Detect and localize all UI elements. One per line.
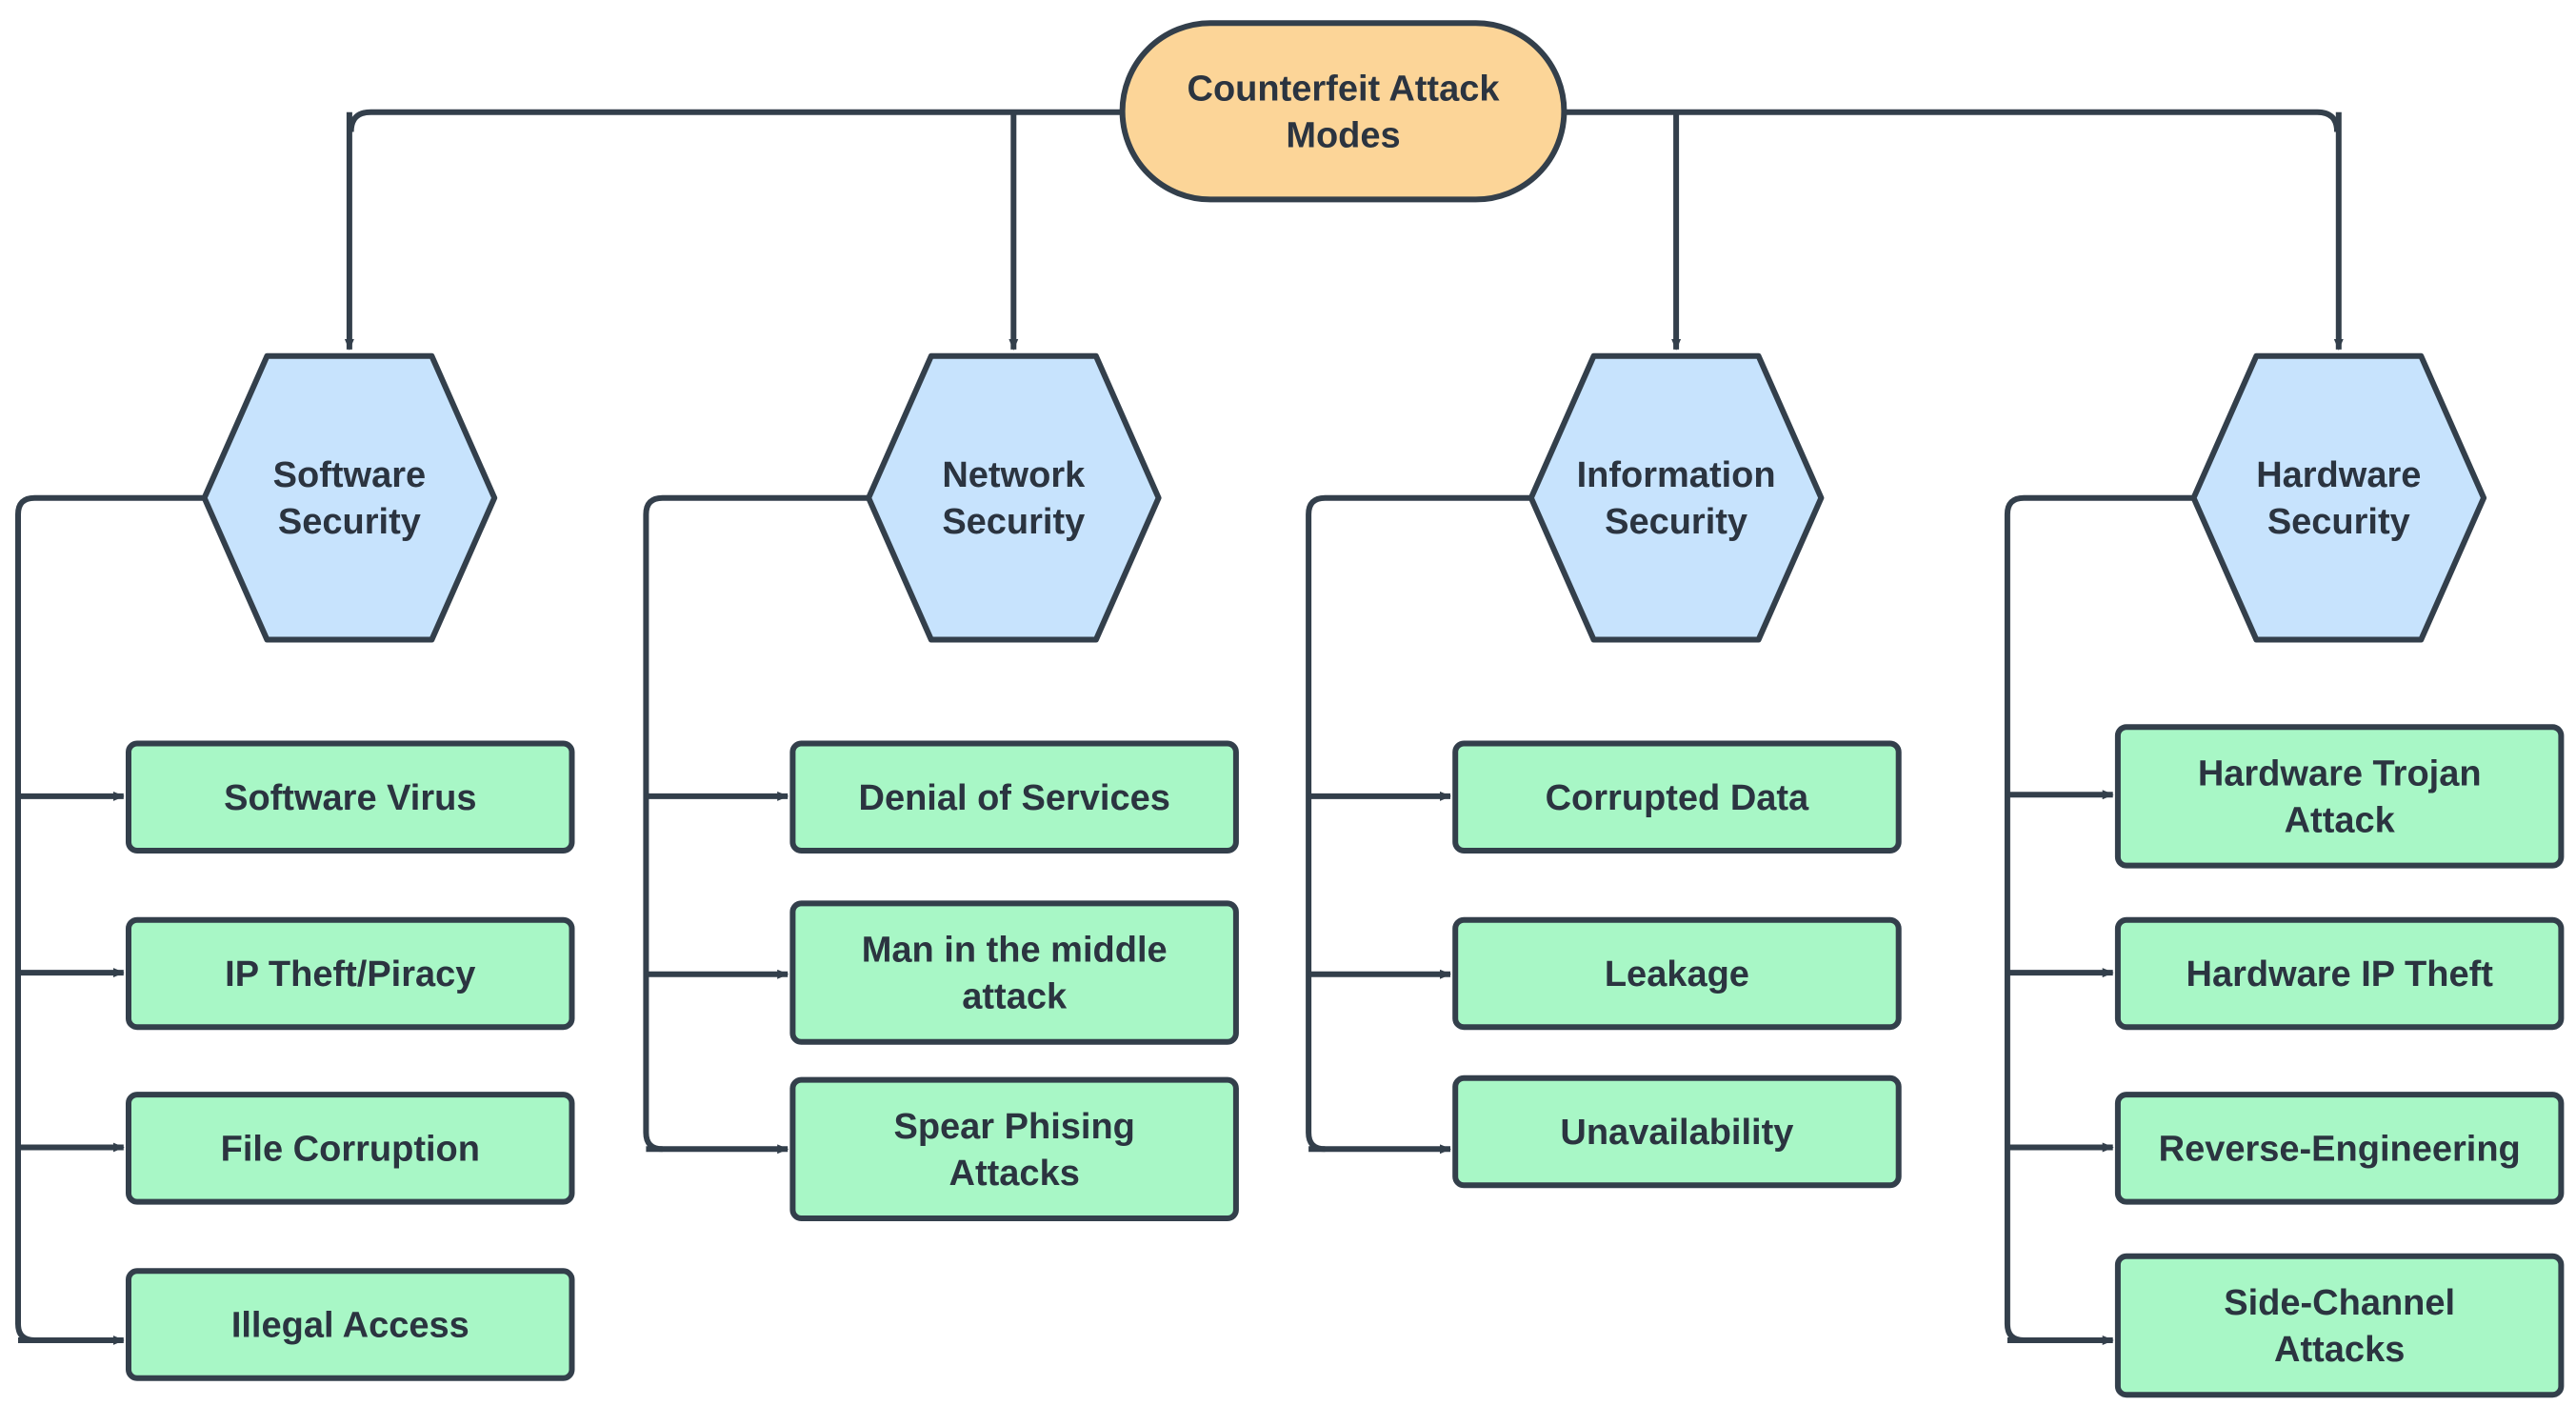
attack-item-label-line: Leakage (1605, 954, 1749, 994)
attack-item-label-line: Hardware Trojan (2198, 753, 2482, 793)
attack-item-label: Corrupted Data (1546, 778, 1809, 818)
attack-item-label-line: Reverse-Engineering (2159, 1129, 2521, 1169)
attack-item-box (2114, 1253, 2565, 1398)
attack-item-label: Leakage (1605, 954, 1749, 994)
attack-item-label-line: Spear Phising (893, 1107, 1134, 1147)
connectors (15, 109, 2344, 1345)
attack-item-label-line: Man in the middle (862, 931, 1168, 971)
category-hexagon (2190, 352, 2487, 643)
category-label-line: Information (1577, 455, 1776, 495)
attack-item: Man in the middle attack (789, 900, 1239, 1045)
attack-item: Illegal Access (126, 1268, 575, 1381)
attack-item: Leakage (1452, 916, 1902, 1031)
attack-item-box (2114, 916, 2565, 1031)
attack-item-label-line: File Corruption (221, 1129, 480, 1169)
attack-item-label-line: Software Virus (224, 778, 476, 818)
attack-item-label: Denial of Services (859, 778, 1170, 818)
attack-item-label: Illegal Access (231, 1306, 469, 1346)
attack-item-box (789, 1076, 1239, 1221)
attack-item-label-line: Corrupted Data (1546, 778, 1809, 818)
category-hexagon (1528, 352, 1825, 643)
attack-item: Unavailability (1452, 1075, 1902, 1189)
category-hexagon (866, 352, 1162, 643)
root-node-label-line: Modes (1286, 115, 1400, 155)
attack-item-box (1452, 740, 1902, 854)
attack-item-box (126, 740, 575, 854)
attack-item-box (126, 916, 575, 1031)
attack-item-label: File Corruption (221, 1129, 480, 1169)
category-label-line: Hardware (2256, 455, 2421, 495)
category-hexagon (201, 352, 498, 643)
attack-item-label-line: Denial of Services (859, 778, 1170, 818)
attack-item-label-line: Side-Channel (2224, 1283, 2455, 1323)
attack-item-label-line: Unavailability (1560, 1113, 1793, 1153)
attack-item-box (1452, 916, 1902, 1031)
attack-item: File Corruption (126, 1092, 575, 1205)
attack-item: Reverse-Engineering (2114, 1092, 2565, 1205)
attack-item-label-line: Attack (2285, 800, 2396, 840)
attack-item-label: IP Theft/Piracy (225, 954, 475, 994)
attack-item-label-line: IP Theft/Piracy (225, 954, 475, 994)
attack-item-label-line: Attacks (2274, 1330, 2405, 1370)
attack-item-label-line: attack (962, 977, 1068, 1017)
root-node-shape (1119, 20, 1568, 203)
attack-item: Hardware IP Theft (2114, 916, 2565, 1031)
attack-item: Software Virus (126, 740, 575, 854)
attack-item: Corrupted Data (1452, 740, 1902, 854)
attack-item-label: Reverse-Engineering (2159, 1129, 2521, 1169)
category-label-line: Security (2267, 502, 2410, 542)
root-node-label-line: Counterfeit Attack (1188, 69, 1501, 109)
attack-item-box (1452, 1075, 1902, 1189)
attack-item-box (789, 740, 1239, 854)
attack-item-label-line: Attacks (949, 1154, 1080, 1194)
category-label-line: Network (942, 455, 1086, 495)
attack-item-label: Unavailability (1560, 1113, 1793, 1153)
attack-item-box (789, 900, 1239, 1045)
category-label-line: Security (942, 502, 1085, 542)
attack-item: Denial of Services (789, 740, 1239, 854)
attack-item-box (126, 1092, 575, 1205)
attack-item-label: Software Virus (224, 778, 476, 818)
attack-item-box (2114, 1092, 2565, 1205)
attack-item-label: Hardware IP Theft (2187, 954, 2494, 994)
attack-item-box (126, 1268, 575, 1381)
category-label-line: Security (1605, 502, 1747, 542)
attack-item: IP Theft/Piracy (126, 916, 575, 1031)
attack-item-box (2114, 724, 2565, 869)
attack-item-label: Man in the middle attack (862, 931, 1168, 1017)
attack-item-label-line: Illegal Access (231, 1306, 469, 1346)
attack-item-label-line: Hardware IP Theft (2187, 954, 2494, 994)
category-label-line: Software (273, 455, 426, 495)
category-label-line: Security (278, 502, 421, 542)
